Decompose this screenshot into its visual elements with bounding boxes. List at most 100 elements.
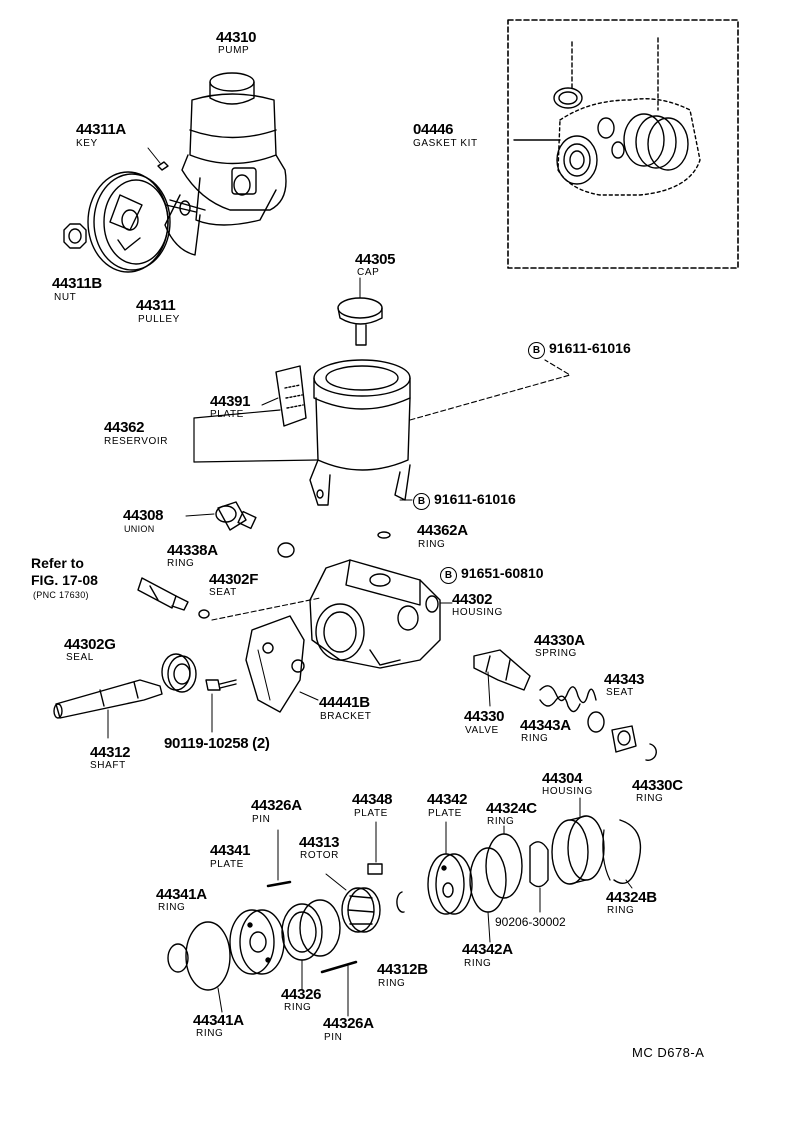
part-number-44362a: 44362A: [417, 522, 468, 539]
part-number-44312b: 44312B: [377, 961, 428, 978]
part-number-90206-30002: 90206-30002: [495, 915, 566, 929]
part-number-44341: 44341: [210, 842, 251, 859]
part-number-44341a-bottom: 44341A: [193, 1012, 244, 1029]
part-number-91611-61016-b: 91611-61016: [434, 491, 516, 507]
part-name-ring-44324c: RING: [487, 816, 515, 827]
key-drawing: [157, 161, 169, 171]
bolt-symbol: B: [413, 493, 430, 510]
valve-drawing: [473, 649, 531, 707]
part-name-bracket: BRACKET: [320, 711, 372, 722]
pin-44326a-top-drawing: [266, 880, 292, 888]
ring-44312b-drawing: [396, 891, 405, 913]
part-number-44330c: 44330C: [632, 777, 683, 794]
part-number-44302g: 44302G: [64, 636, 116, 653]
sensor-drawing: [137, 577, 189, 611]
part-name-seal-44302g: SEAL: [66, 652, 94, 663]
part-name-seat-44343: SEAT: [606, 687, 634, 698]
part-number-44302f: 44302F: [209, 571, 259, 588]
part-name-ring-44312b: RING: [378, 978, 406, 989]
part-name-plate-44348: PLATE: [354, 808, 388, 819]
part-name-ring-44342a: RING: [464, 958, 492, 969]
ring-44338a-drawing: [277, 542, 295, 558]
part-name-ring-44326: RING: [284, 1002, 312, 1013]
part-name-ring-44338a: RING: [167, 558, 195, 569]
part-number-44305: 44305: [355, 251, 396, 268]
ring-44341a-large-drawing: [185, 921, 231, 991]
part-name-reservoir: RESERVOIR: [104, 436, 169, 447]
part-name-ring-44343a: RING: [521, 733, 549, 744]
part-number-44304: 44304: [542, 770, 583, 787]
part-number-44441b: 44441B: [319, 694, 370, 711]
housing-44304-drawing: [551, 797, 605, 885]
pulley-drawing: [87, 171, 171, 273]
part-number-44311: 44311: [136, 297, 176, 314]
plate-44341-drawing: [229, 909, 285, 975]
part-name-valve: VALVE: [465, 725, 499, 736]
part-number-44343: 44343: [604, 671, 645, 688]
part-number-44348: 44348: [352, 791, 393, 808]
part-name-pulley: PULLEY: [138, 314, 180, 325]
refer-line-2: FIG. 17-08: [31, 572, 98, 588]
pin-44326a-bottom-drawing: [320, 960, 358, 974]
part-name-nut: NUT: [54, 292, 77, 303]
part-name-pin-top: PIN: [252, 814, 271, 825]
part-number-44330: 44330: [464, 708, 505, 725]
part-name-ring-44330c: RING: [636, 793, 664, 804]
part-number-91611-61016-a: 91611-61016: [549, 340, 631, 356]
spring-drawing: [539, 685, 597, 713]
pump-drawing: [164, 72, 287, 256]
part-number-44362: 44362: [104, 419, 145, 436]
part-number-44326a-bottom: 44326A: [323, 1015, 374, 1032]
part-number-04446: 04446: [413, 121, 454, 138]
ring-44326-drawing: [281, 899, 341, 991]
part-name-plate-44341: PLATE: [210, 859, 244, 870]
part-number-44342: 44342: [427, 791, 468, 808]
part-number-44326a-top: 44326A: [251, 797, 302, 814]
shaft-drawing: [53, 679, 163, 739]
diagram-code: MC D678-A: [632, 1045, 705, 1060]
plate-44342-drawing: [427, 821, 473, 915]
bolt-90119-drawing: [205, 679, 237, 733]
bolt-symbol: B: [528, 342, 545, 359]
housing-44302-drawing: [309, 559, 441, 669]
part-number-44324b: 44324B: [606, 889, 657, 906]
part-number-44302: 44302: [452, 591, 493, 608]
part-name-cap: CAP: [357, 267, 380, 278]
part-name-shaft: SHAFT: [90, 760, 126, 771]
part-number-44391: 44391: [210, 393, 251, 410]
part-number-44310: 44310: [216, 29, 257, 46]
refer-line-3: (PNC 17630): [33, 590, 89, 600]
part-name-rotor: ROTOR: [300, 850, 339, 861]
part-number-44324c: 44324C: [486, 800, 537, 817]
ring-44343a-drawing: [587, 711, 605, 733]
part-number-44342a: 44342A: [462, 941, 513, 958]
ring-44341a-small-drawing: [167, 943, 189, 973]
part-number-44308: 44308: [123, 507, 164, 524]
part-name-plate-44391: PLATE: [210, 409, 244, 420]
part-name-gasket-kit: GASKET KIT: [413, 138, 478, 149]
bracket-drawing: [245, 615, 319, 713]
part-number-90119-10258: 90119-10258 (2): [164, 735, 270, 752]
part-number-44343a: 44343A: [520, 717, 571, 734]
seal-44302g-drawing: [161, 653, 197, 693]
nut-drawing: [63, 223, 87, 249]
refer-line-1: Refer to: [31, 555, 84, 571]
seat-44302f-drawing: [198, 609, 210, 619]
part-number-44341a-top: 44341A: [156, 886, 207, 903]
part-name-pin-bottom: PIN: [324, 1032, 343, 1043]
part-name-ring-44324b: RING: [607, 905, 635, 916]
part-name-union: UNION: [124, 524, 155, 534]
part-number-44311b: 44311B: [52, 275, 102, 292]
part-number-44313: 44313: [299, 834, 340, 851]
part-name-key: KEY: [76, 138, 98, 149]
part-number-44312: 44312: [90, 744, 131, 761]
reservoir-drawing: [275, 359, 411, 506]
ring-44330c-drawing: [645, 743, 657, 761]
gasket-kit-box: [507, 19, 739, 269]
part-name-housing-44304: HOUSING: [542, 786, 593, 797]
part-number-44338a: 44338A: [167, 542, 218, 559]
